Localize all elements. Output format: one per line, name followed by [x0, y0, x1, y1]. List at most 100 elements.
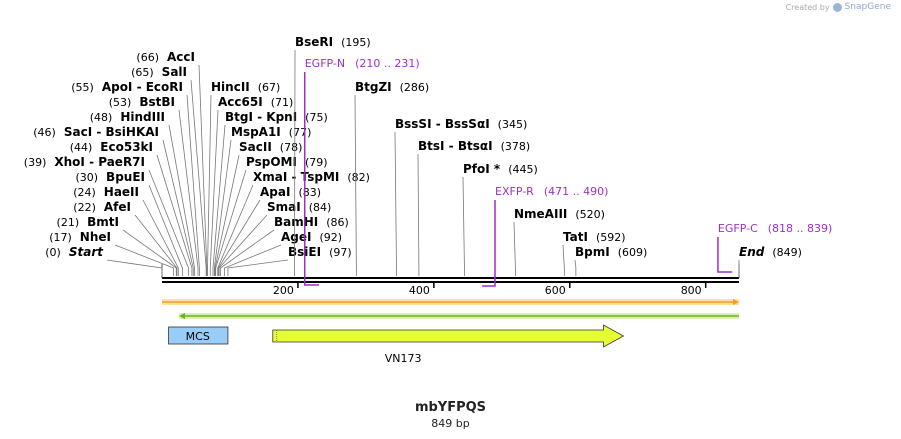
snapgene-credit: Created by SnapGene — [786, 2, 891, 12]
enzyme-name: AccI — [167, 50, 195, 64]
enzyme-position: (65) — [131, 66, 154, 79]
enzyme-site: SalI(65) — [131, 65, 207, 276]
enzyme-position: (78) — [280, 141, 303, 154]
enzyme-leader-line — [354, 94, 357, 276]
enzyme-position: (592) — [596, 231, 626, 244]
enzyme-site: ApoI - EcoRI (55) — [71, 80, 200, 276]
enzyme-position: (75) — [305, 111, 328, 124]
enzyme-name: ApoI - EcoRI — [102, 80, 183, 94]
enzyme-name: XmaI - TspMI — [253, 170, 339, 184]
enzyme-leader-line — [394, 131, 397, 276]
enzyme-leader-line — [114, 244, 174, 276]
enzyme-leader-line — [215, 169, 247, 276]
feature-arrow — [272, 324, 625, 348]
enzyme-position: (378) — [501, 140, 531, 153]
enzyme-name: BseRI — [295, 35, 333, 49]
feature: VN173 — [272, 324, 625, 365]
enzyme-site: AccI (66) — [136, 50, 208, 276]
enzyme-name: SmaI — [267, 200, 301, 214]
primer-binding-mark — [482, 200, 496, 287]
enzyme-site: BtgZI (286) — [354, 80, 430, 276]
enzyme-site: BtgI - KpnI (75) — [212, 110, 328, 276]
enzyme-name: BpuEI — [106, 170, 145, 184]
enzyme-name: BtsI - BtsαI — [418, 139, 493, 153]
ruler-tick-label: 800 — [681, 284, 702, 297]
enzyme-position: (30) — [75, 171, 98, 184]
enzyme-leader-line — [198, 64, 208, 276]
enzyme-name: End — [739, 245, 765, 259]
enzyme-leader-line — [209, 109, 219, 276]
primer: EXFP-R (471 .. 490) — [482, 185, 609, 287]
enzyme-site: AfeI(22) — [73, 200, 178, 276]
enzyme-position: (17) — [49, 231, 72, 244]
enzyme-site: AgeI(92) — [224, 230, 342, 276]
enzyme-name: HindIII — [120, 110, 165, 124]
enzyme-name: SacI - BsiHKAI — [64, 125, 159, 139]
enzyme-position: (66) — [136, 51, 159, 64]
enzyme-position: (24) — [73, 186, 96, 199]
enzyme-leader-line — [562, 244, 565, 276]
ruler-tick-label: 400 — [409, 284, 430, 297]
enzyme-position: (286) — [400, 81, 430, 94]
enzyme-site: SmaI(84) — [218, 200, 331, 276]
enzyme-position: (520) — [575, 208, 605, 221]
enzyme-position: (195) — [341, 36, 371, 49]
enzyme-position: (609) — [618, 246, 648, 259]
enzyme-name: BssSI - BssSαI — [395, 117, 490, 131]
enzyme-name: BtgZI — [355, 80, 392, 94]
enzyme-position: (849) — [772, 246, 802, 259]
primer: EGFP-C(818 .. 839) — [717, 222, 832, 273]
enzyme-name: NheI — [80, 230, 111, 244]
enzyme-leader-line — [513, 221, 516, 276]
enzyme-name: PspOMI — [246, 155, 297, 169]
enzyme-leader-line — [227, 259, 289, 276]
enzyme-position: (55) — [71, 81, 94, 94]
enzyme-position: (71) — [271, 96, 294, 109]
enzyme-position: (86) — [326, 216, 349, 229]
enzyme-leader-line — [106, 259, 163, 276]
enzyme-position: (21) — [57, 216, 80, 229]
enzyme-site: BamHI (86) — [220, 215, 349, 276]
primer-name: EGFP-N — [305, 57, 345, 70]
enzyme-leader-line — [417, 153, 420, 276]
primer-range: (471 .. 490) — [544, 185, 609, 198]
enzyme-position: (39) — [24, 156, 47, 169]
ruler-tick-label: 600 — [545, 284, 566, 297]
enzyme-leader-line — [168, 124, 196, 276]
enzyme-leader-line — [217, 184, 254, 276]
enzyme-position: (77) — [289, 126, 312, 139]
enzyme-leader-line — [218, 199, 261, 276]
enzyme-site: Start (0) — [45, 245, 163, 276]
primer-range: (210 .. 231) — [355, 57, 420, 70]
enzyme-leader-line — [207, 94, 212, 276]
enzyme-name: HincII — [211, 80, 250, 94]
enzyme-name: SacII — [239, 140, 272, 154]
plasmid-length: 849 bp — [431, 417, 470, 430]
enzyme-name: HaeII — [104, 185, 139, 199]
enzyme-site: NmeAIII(520) — [513, 207, 605, 276]
enzyme-leader-line — [224, 244, 282, 276]
enzyme-site: HincII(67) — [207, 80, 280, 276]
enzyme-name: BpmI — [575, 245, 610, 259]
enzyme-site: BseRI (195) — [294, 35, 371, 276]
enzyme-site: End (849) — [738, 245, 802, 276]
enzyme-position: (53) — [109, 96, 132, 109]
enzyme-name: BamHI — [274, 215, 318, 229]
enzyme-leader-line — [148, 184, 183, 276]
enzyme-position: (82) — [347, 171, 370, 184]
credit-brand: SnapGene — [844, 2, 891, 12]
enzyme-leader-line — [148, 169, 189, 276]
primer-name: EXFP-R — [495, 185, 534, 198]
reverse-arrowhead — [178, 313, 185, 319]
enzyme-name: BtgI - KpnI — [225, 110, 297, 124]
credit-prefix: Created by — [785, 2, 830, 12]
enzyme-site: XhoI - PaeR7I(39) — [24, 155, 189, 276]
ruler-tick-label: 200 — [273, 284, 294, 297]
enzyme-position: (0) — [45, 246, 61, 259]
enzyme-site: BpmI (609) — [574, 245, 648, 276]
enzyme-position: (46) — [33, 126, 56, 139]
enzyme-name: Start — [69, 245, 104, 259]
enzyme-site: HindIII(48) — [90, 110, 196, 276]
enzyme-site: BstBI(53) — [109, 95, 199, 276]
enzyme-position: (83) — [298, 186, 321, 199]
